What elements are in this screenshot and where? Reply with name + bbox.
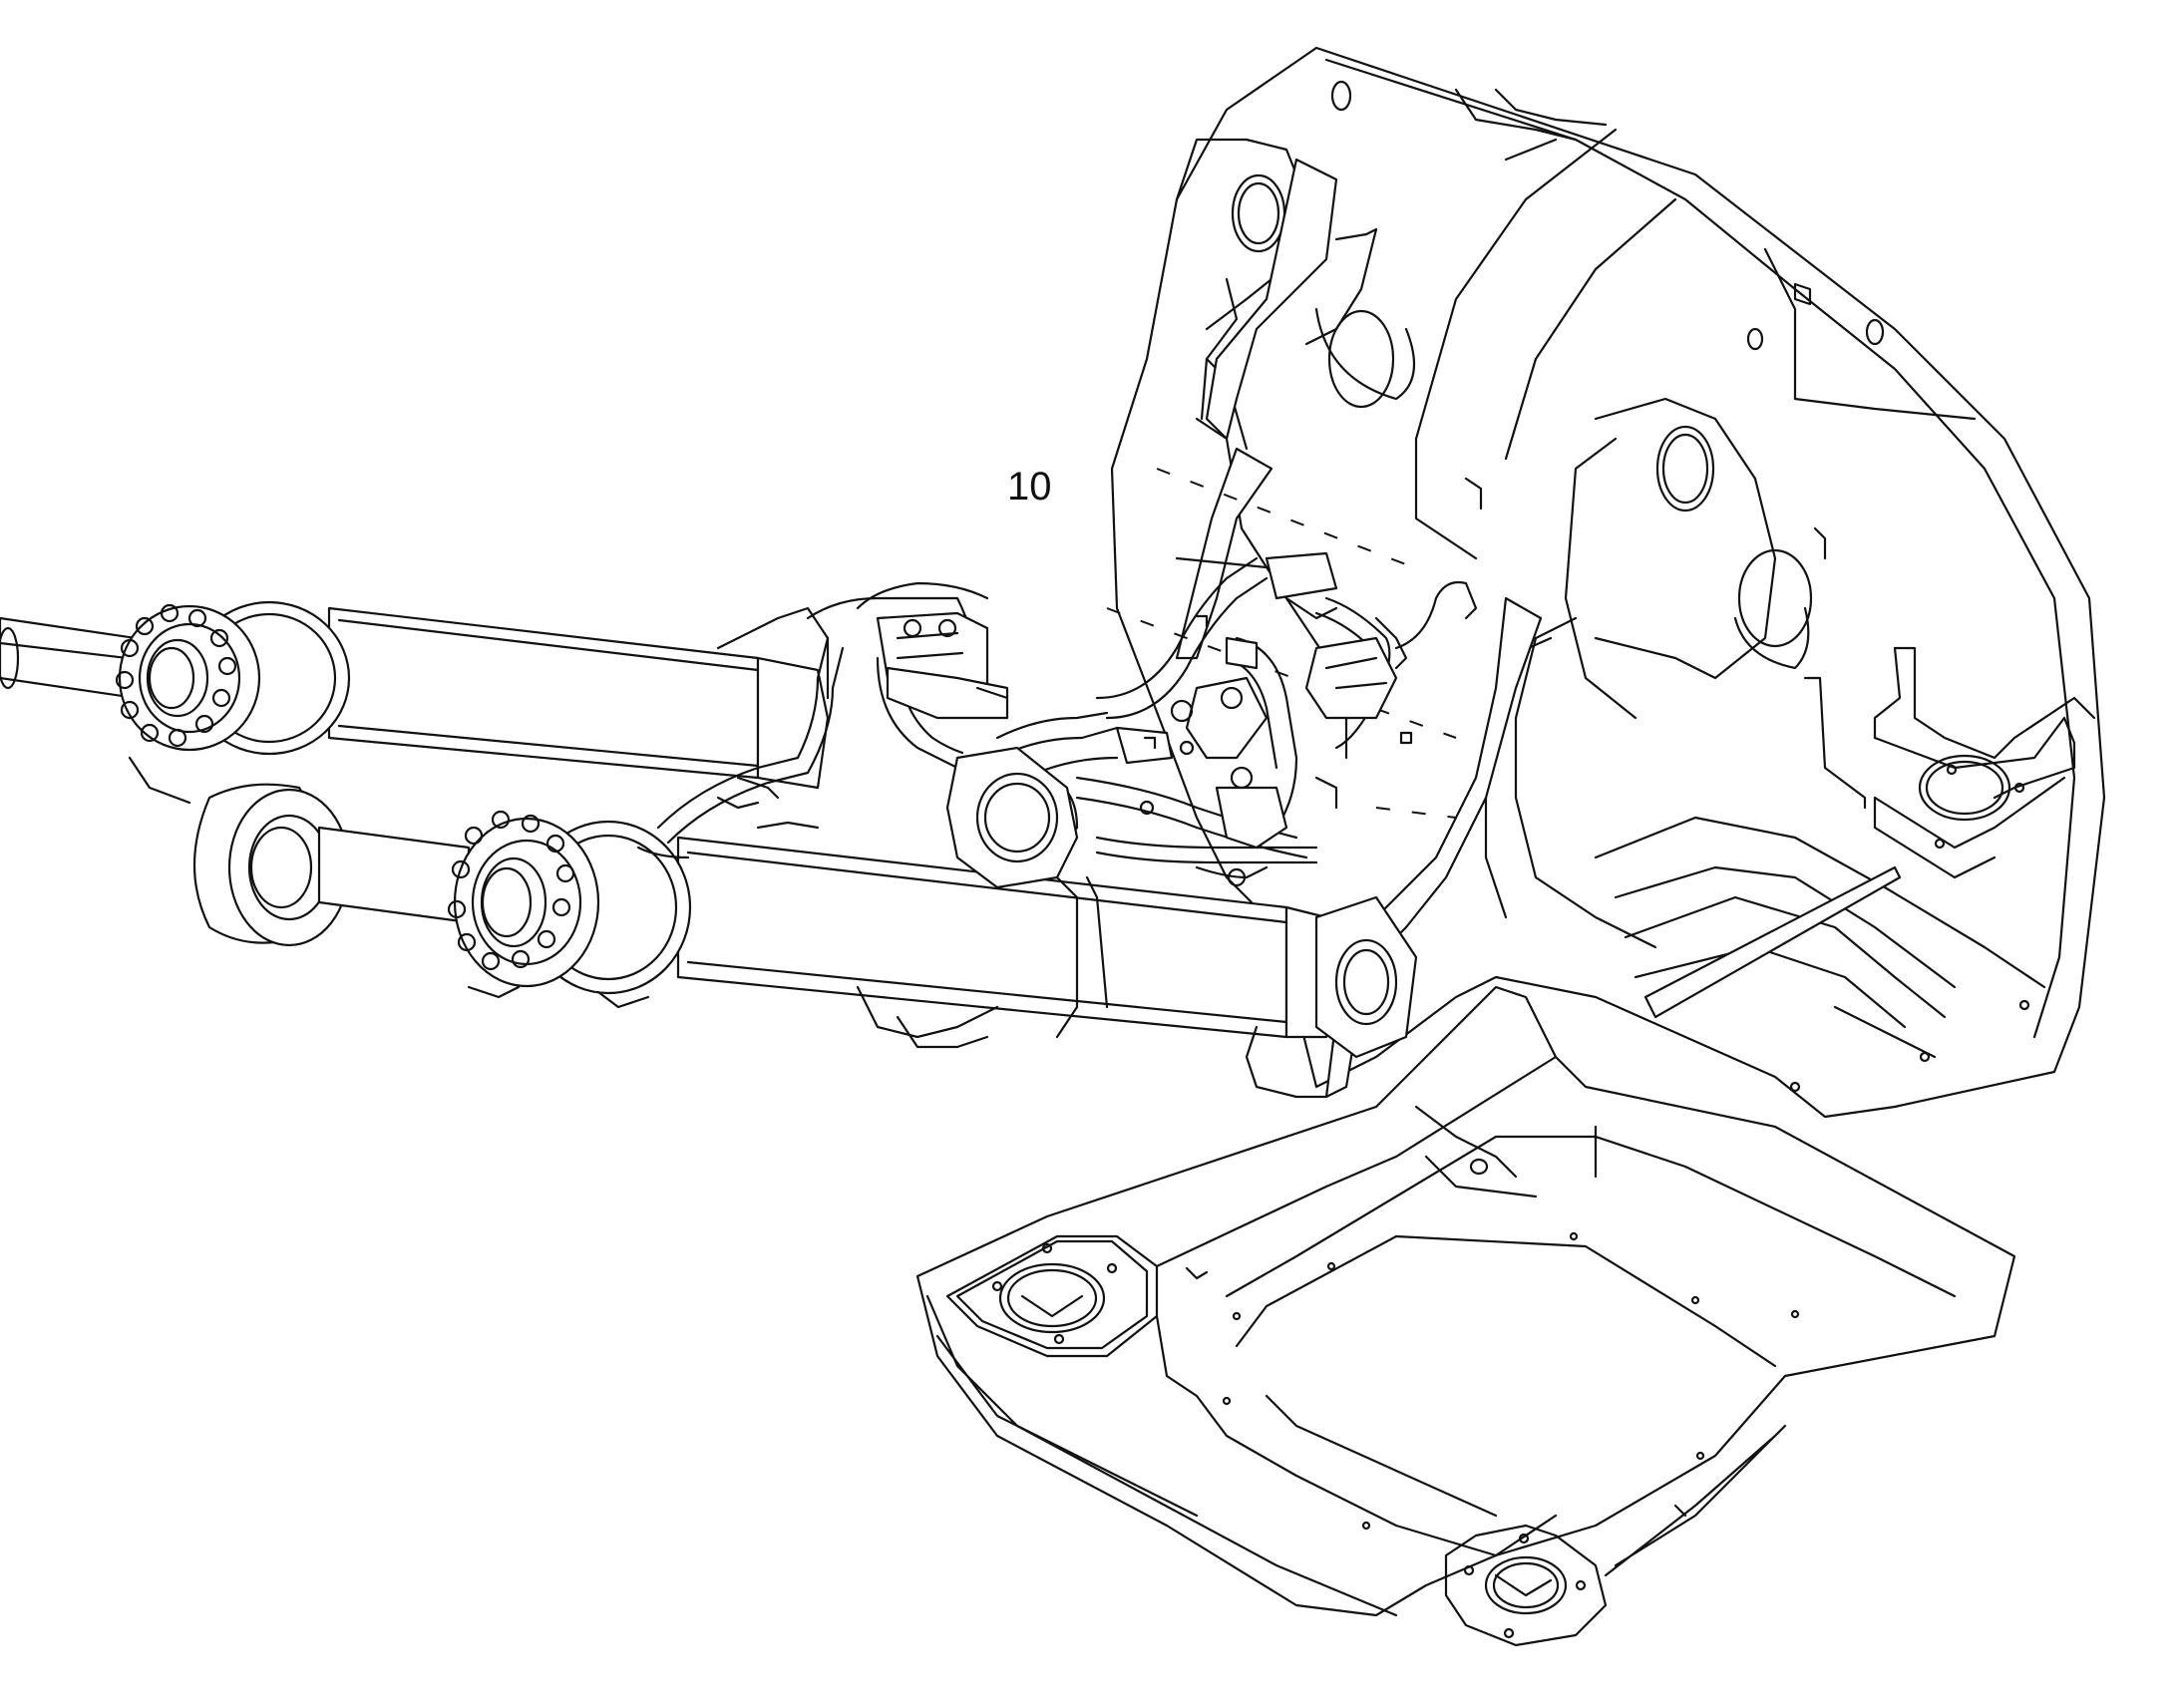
frame-lug-right — [1245, 895, 1418, 1099]
lower-hydraulic-cylinder — [192, 783, 1338, 1049]
upper-hydraulic-cylinder — [0, 600, 830, 805]
lower-frame — [915, 985, 2016, 1647]
callout-label: 10 — [1007, 465, 1052, 509]
cylinder-mount-eye — [945, 746, 1079, 889]
hydraulic-hoses — [636, 551, 1478, 887]
main-frame — [1110, 46, 2106, 1119]
flange-bolts-lower — [447, 810, 575, 971]
flange-bolts-upper — [115, 603, 237, 748]
